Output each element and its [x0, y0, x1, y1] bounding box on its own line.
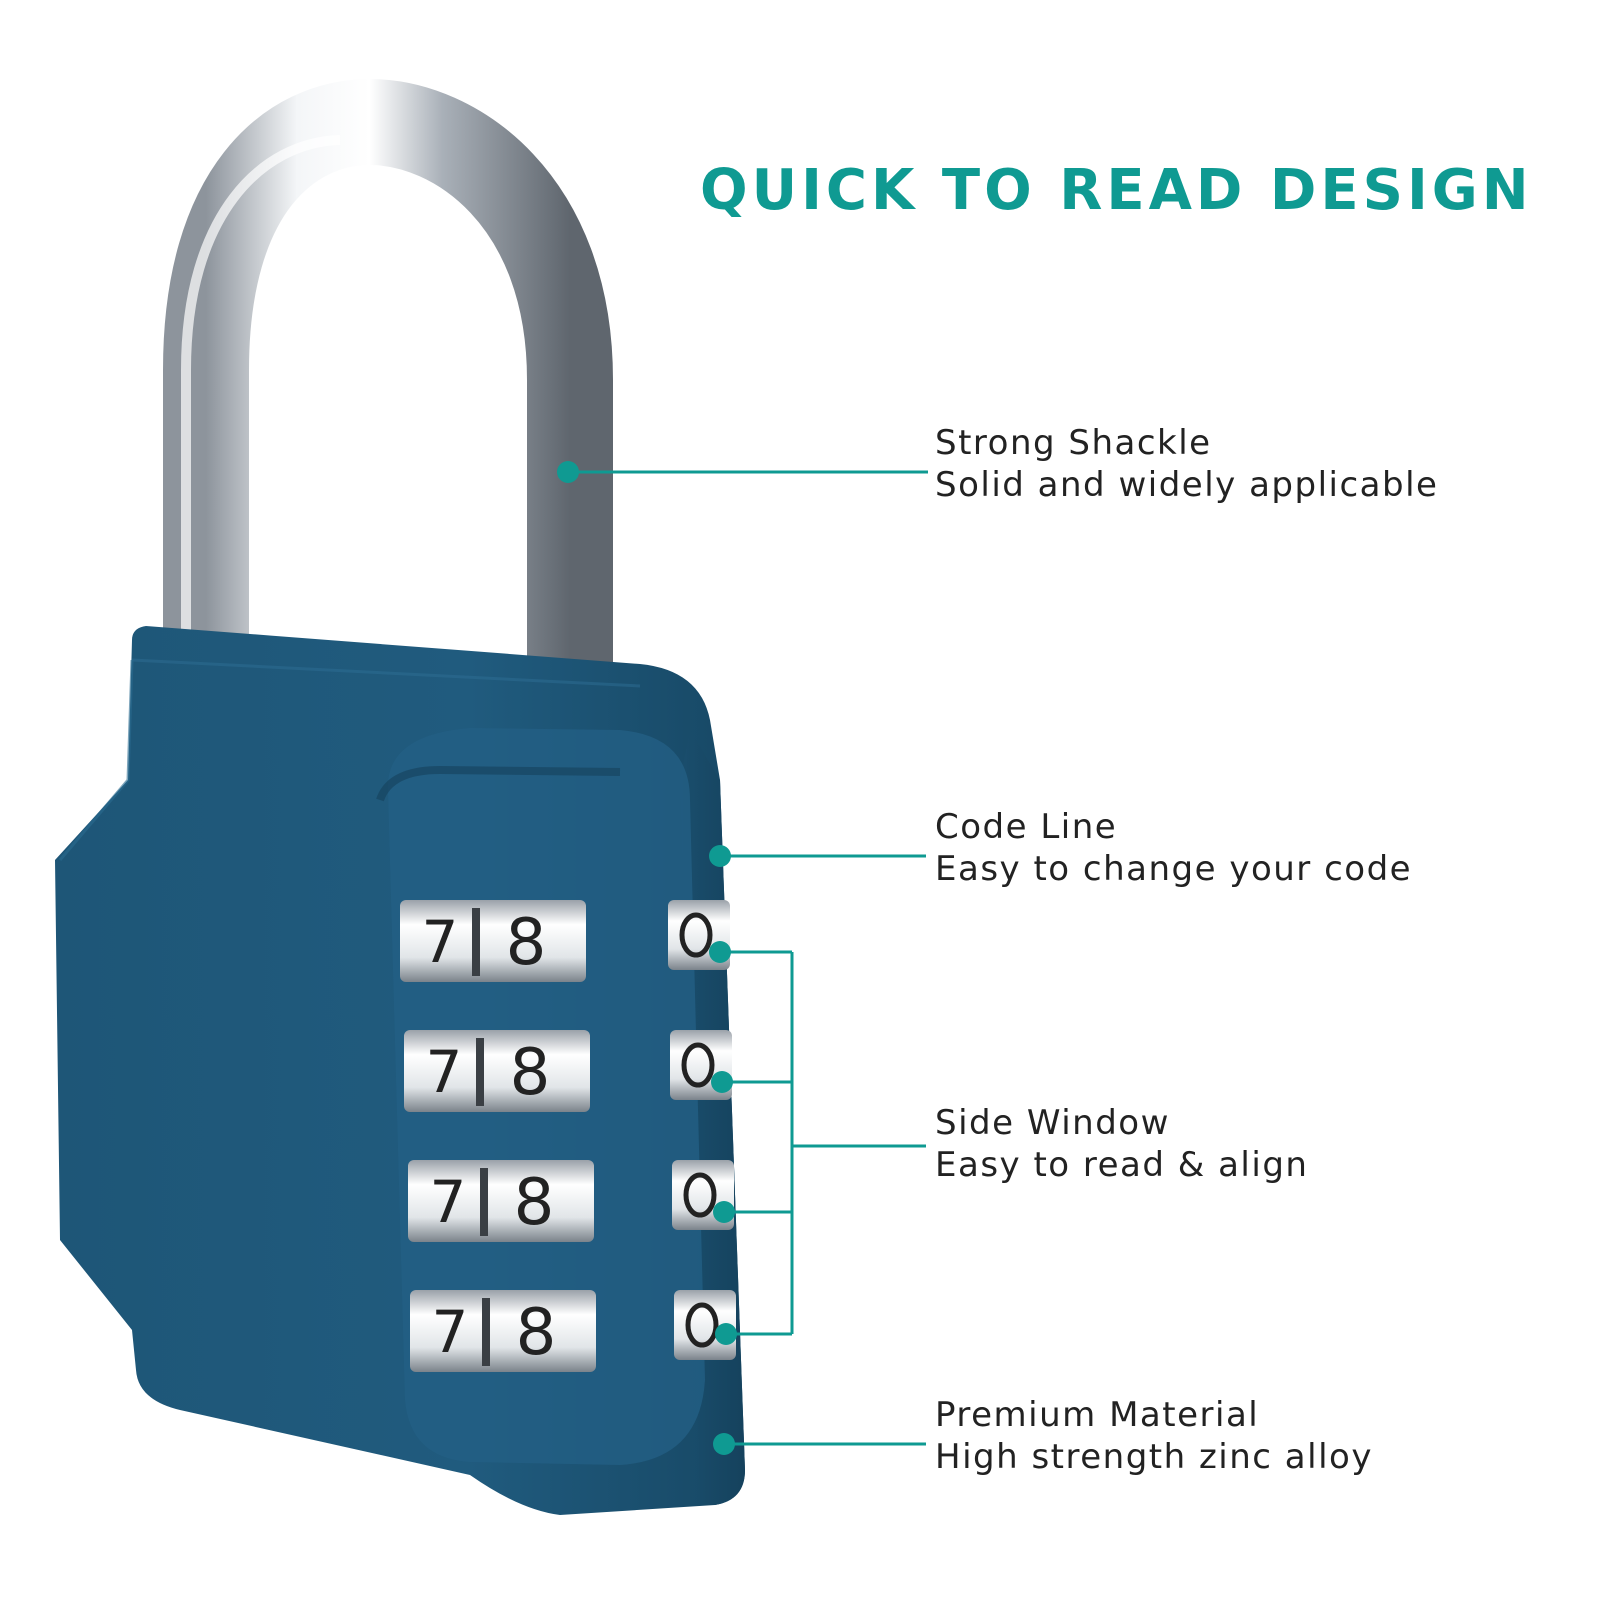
- callout-subtitle: Solid and widely applicable: [935, 465, 1439, 505]
- callout-title: Side Window: [935, 1103, 1170, 1143]
- dial-digit-left: 7: [426, 1038, 463, 1106]
- dial-window: [400, 900, 586, 982]
- callout-title: Premium Material: [935, 1395, 1260, 1435]
- headline: QUICK TO READ DESIGN: [700, 158, 1533, 223]
- dial-digit-right: 8: [510, 1036, 551, 1110]
- callout-code-line: Code Line Easy to change your code: [935, 806, 1575, 890]
- callout-subtitle: Easy to change your code: [935, 849, 1413, 889]
- callout-subtitle: High strength zinc alloy: [935, 1437, 1373, 1477]
- dial-windows: [400, 900, 596, 1372]
- callout-dot: [715, 1323, 737, 1345]
- dial-window: [410, 1290, 596, 1372]
- callout-dot: [713, 1201, 735, 1223]
- dial-digit-left: 7: [432, 1298, 469, 1366]
- shackle: [163, 78, 613, 700]
- callout-lines: [557, 461, 928, 1455]
- callout-title: Strong Shackle: [935, 423, 1212, 463]
- callout-dot: [709, 941, 731, 963]
- lock-body: [55, 626, 745, 1515]
- callout-dot: [709, 845, 731, 867]
- callout-subtitle: Easy to read & align: [935, 1145, 1309, 1185]
- callout-strong-shackle: Strong Shackle Solid and widely applicab…: [935, 422, 1575, 506]
- dial-window: [408, 1160, 594, 1242]
- dial-digit-right: 8: [506, 906, 547, 980]
- callout-dot: [713, 1433, 735, 1455]
- callout-side-window: Side Window Easy to read & align: [935, 1102, 1575, 1186]
- callout-title: Code Line: [935, 807, 1118, 847]
- dial-digit-left: 7: [422, 908, 459, 976]
- dial-digit-right: 8: [514, 1166, 555, 1240]
- dial-digit-left: 7: [430, 1168, 467, 1236]
- dial-digit-right: 8: [516, 1296, 557, 1370]
- dial-window: [404, 1030, 590, 1112]
- callout-dot: [711, 1071, 733, 1093]
- callout-premium-material: Premium Material High strength zinc allo…: [935, 1394, 1575, 1478]
- callout-dot: [557, 461, 579, 483]
